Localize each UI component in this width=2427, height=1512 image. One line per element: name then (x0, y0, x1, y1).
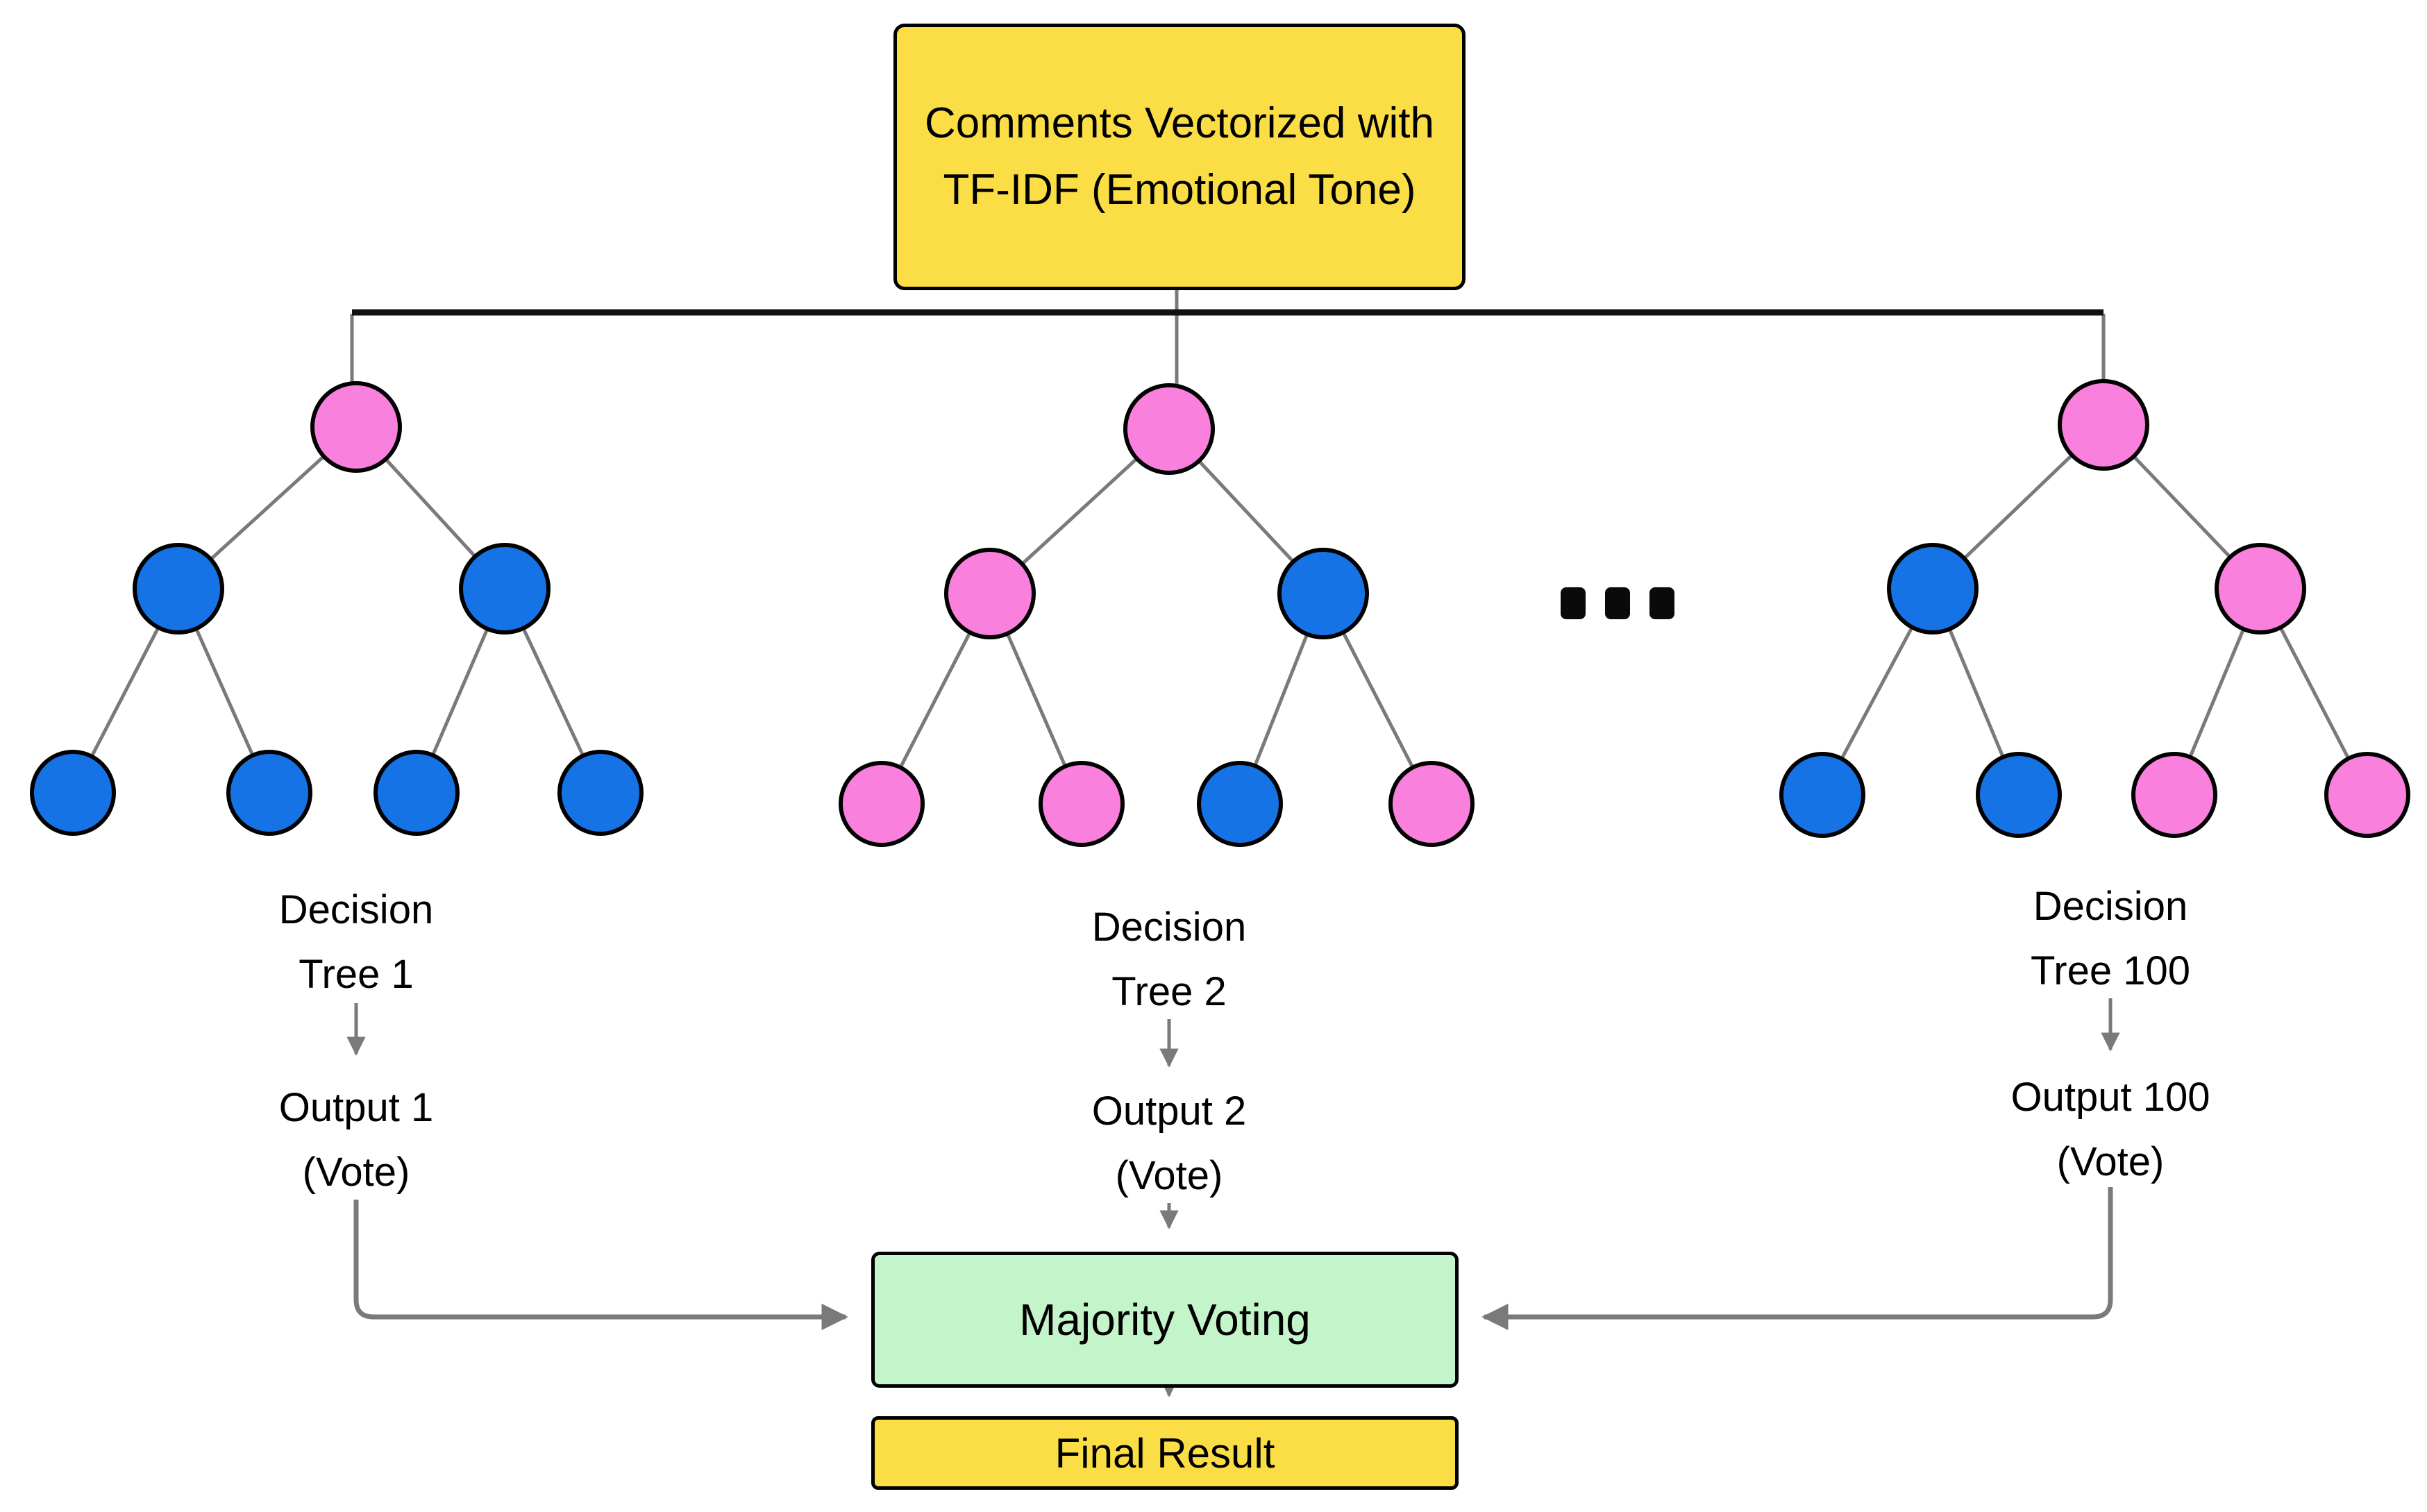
tree1-title-line2: Tree 1 (299, 952, 414, 997)
tree1-title-line1: Decision (278, 887, 434, 932)
output1-label: Output 1 (Vote) (176, 1075, 537, 1204)
ellipsis-dot (1561, 587, 1586, 619)
tree1-right-node (459, 543, 551, 635)
tree100-leaf-node (2131, 752, 2217, 838)
tree1-leaf-node (226, 750, 312, 836)
tree1-title: Decision Tree 1 (176, 877, 537, 1007)
tree100-title: Decision Tree 100 (1930, 874, 2291, 1003)
connector-output100-to-majority (1481, 1187, 2113, 1331)
tree1-leaf-node (557, 750, 644, 836)
tree100-leaf-node (1976, 752, 2062, 838)
majority-voting-label: Majority Voting (1019, 1295, 1311, 1345)
input-box-line2: TF-IDF (Emotional Tone) (943, 166, 1416, 214)
tree100-leaf-node (2324, 752, 2410, 838)
ellipsis-icon (1561, 587, 1706, 619)
output2-label: Output 2 (Vote) (989, 1079, 1350, 1208)
tree100-root-node (2058, 379, 2149, 471)
tree2-root-node (1123, 383, 1215, 475)
tree2-title-line2: Tree 2 (1111, 969, 1227, 1014)
input-box-line1: Comments Vectorized with (925, 99, 1434, 147)
tree2-title: Decision Tree 2 (989, 895, 1350, 1024)
ellipsis-dot (1605, 587, 1630, 619)
final-result-label: Final Result (1055, 1429, 1275, 1477)
output100-label: Output 100 (Vote) (1930, 1065, 2291, 1194)
output1-line2: (Vote) (302, 1150, 410, 1195)
tree2-leaf-node (1039, 761, 1125, 847)
tree2-left-node (944, 548, 1036, 639)
tree2-title-line1: Decision (1091, 905, 1247, 950)
output1-line1: Output 1 (278, 1085, 434, 1130)
output100-line2: (Vote) (2056, 1139, 2165, 1184)
output100-line1: Output 100 (2010, 1075, 2210, 1120)
output2-line1: Output 2 (1091, 1089, 1247, 1134)
tree1-root-node (310, 381, 402, 473)
final-result-box: Final Result (871, 1416, 1459, 1490)
tree100-left-node (1887, 543, 1979, 635)
tree2-leaf-node (1197, 761, 1283, 847)
tree2-right-node (1277, 548, 1369, 639)
ellipsis-dot (1649, 587, 1674, 619)
tree1-left-node (133, 543, 224, 635)
tree100-title-line1: Decision (2033, 884, 2188, 929)
tree2-leaf-node (1388, 761, 1475, 847)
tree100-leaf-node (1779, 752, 1865, 838)
tree2-leaf-node (839, 761, 925, 847)
tree1-leaf-node (373, 750, 460, 836)
output2-line2: (Vote) (1115, 1153, 1223, 1198)
input-box: Comments Vectorized with TF-IDF (Emotion… (893, 24, 1466, 290)
connector-output1-to-majority (353, 1200, 848, 1331)
majority-voting-box: Majority Voting (871, 1252, 1459, 1388)
tree100-title-line2: Tree 100 (2031, 948, 2190, 993)
tree100-right-node (2215, 543, 2306, 635)
tree1-leaf-node (30, 750, 116, 836)
